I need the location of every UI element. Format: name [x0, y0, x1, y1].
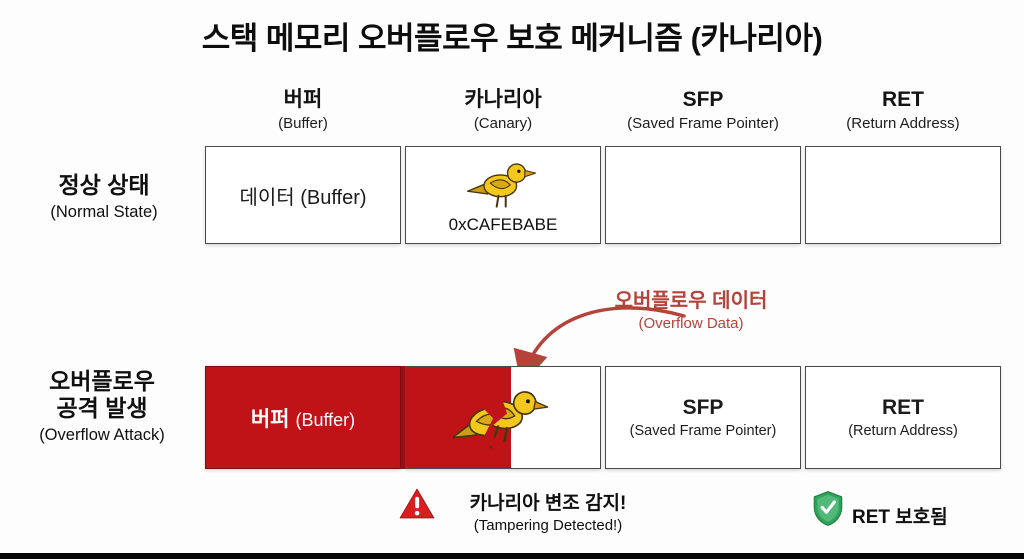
attack-sfp-en: (Saved Frame Pointer) [629, 423, 777, 439]
attack-buffer-cell: 버퍼 (Buffer) [205, 366, 401, 469]
page-title: 스택 메모리 오버플로우 보호 메커니즘 (카나리아) [201, 21, 823, 56]
column-header-ret-ko: RET [882, 88, 924, 111]
overflow-attack-label-ko2: 공격 발생 [56, 395, 148, 422]
overflow-divider-strip [398, 366, 408, 469]
attack-buffer-en: (Buffer) [295, 409, 356, 430]
canary-bird-icon [466, 163, 537, 208]
attack-sfp-cell: SFP (Saved Frame Pointer) [605, 366, 801, 469]
attack-ret-en: (Return Address) [848, 423, 958, 439]
attack-sfp-ko: SFP [682, 396, 724, 419]
overflow-data-annotation: 오버플로우 데이터 (Overflow Data) [585, 284, 797, 332]
bottom-bar [0, 553, 1024, 559]
column-header-sfp: SFP (Saved Frame Pointer) [605, 88, 801, 132]
column-header-buffer-ko: 버퍼 [283, 88, 323, 111]
column-header-sfp-ko: SFP [682, 88, 724, 111]
attack-ret-cell: RET (Return Address) [805, 366, 1001, 469]
normal-buffer-text: 데이터 (Buffer) [239, 186, 367, 209]
canary-value-text: 0xCAFEBABE [448, 215, 558, 234]
overflow-data-ko: 오버플로우 데이터 [614, 290, 768, 312]
tampering-detected-note: 카나리아 변조 감지! (Tampering Detected!) [440, 488, 656, 534]
attack-canary-cell [405, 366, 601, 469]
overflow-attack-label-en: (Overflow Attack) [39, 426, 165, 445]
normal-canary-cell: 0xCAFEBABE [405, 146, 601, 244]
shield-check-icon [813, 491, 843, 526]
normal-ret-cell [805, 146, 1001, 244]
column-header-ret: RET (Return Address) [805, 88, 1001, 132]
column-header-ret-en: (Return Address) [846, 115, 960, 133]
warning-triangle-icon [399, 488, 435, 519]
attack-ret-ko: RET [882, 396, 924, 419]
column-header-sfp-en: (Saved Frame Pointer) [627, 115, 779, 133]
column-header-canary-en: (Canary) [473, 115, 533, 133]
column-header-buffer-en: (Buffer) [278, 115, 328, 133]
ret-protected-label: RET 보호됨 [852, 507, 948, 528]
tampering-detected-ko: 카나리아 변조 감지! [469, 493, 627, 514]
curved-overflow-arrow-icon [513, 306, 686, 387]
column-header-canary-ko: 카나리아 [464, 88, 542, 111]
normal-state-row-label: 정상 상태 (Normal State) [18, 172, 190, 222]
column-header-buffer: 버퍼 (Buffer) [205, 88, 401, 132]
overflow-data-en: (Overflow Data) [638, 315, 744, 332]
column-header-canary: 카나리아 (Canary) [405, 88, 601, 132]
normal-sfp-cell [605, 146, 801, 244]
broken-canary-bird-icon [453, 382, 551, 453]
normal-state-label-en: (Normal State) [50, 203, 158, 222]
normal-state-label-ko: 정상 상태 [58, 172, 150, 198]
normal-buffer-cell: 데이터 (Buffer) [205, 146, 401, 244]
tampering-detected-en: (Tampering Detected!) [473, 517, 623, 534]
attack-buffer-text: 버퍼 (Buffer) [251, 403, 355, 433]
overflow-attack-label-ko1: 오버플로우 [49, 368, 155, 394]
attack-buffer-ko: 버퍼 [250, 407, 290, 431]
overflow-attack-row-label: 오버플로우 공격 발생 (Overflow Attack) [8, 368, 196, 445]
